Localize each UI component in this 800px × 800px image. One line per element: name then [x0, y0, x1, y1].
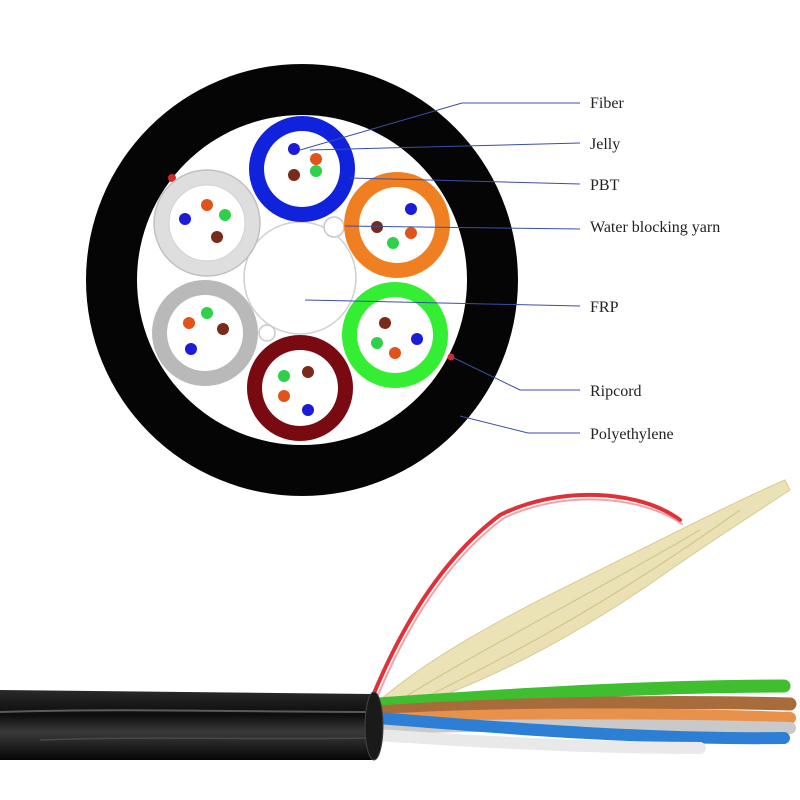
leader-water — [344, 225, 581, 230]
cable-jacket-highlight-2 — [39, 737, 371, 741]
tube-orange-jelly — [359, 187, 435, 263]
cable-cross-section — [86, 64, 518, 496]
tube-gray — [152, 280, 258, 386]
label-pbt: PBT — [590, 177, 620, 194]
loose-tubes — [152, 116, 450, 441]
tube-green-fiber-2 — [371, 337, 383, 349]
tube-maroon-fiber-2 — [278, 370, 290, 382]
label-jelly: Jelly — [590, 136, 620, 153]
tube-white-fiber-2 — [219, 209, 231, 221]
cable-jacket — [0, 690, 380, 760]
ripcord-strand-shadow — [375, 498, 683, 701]
tube-maroon — [247, 335, 353, 441]
tube-blue-fiber-4 — [310, 165, 322, 177]
callout-labels: Fiber Jelly PBT Water blocking yarn FRP … — [590, 95, 720, 443]
fiber-tube-white — [372, 729, 706, 754]
label-frp: FRP — [590, 299, 619, 316]
ripcord-dot — [168, 174, 176, 182]
tube-green-fiber-3 — [389, 347, 401, 359]
tube-gray-fiber-2 — [183, 317, 195, 329]
leader-pbt — [349, 177, 581, 185]
fiber-tube-brown — [371, 696, 797, 719]
ripcord-strand — [370, 492, 682, 700]
water-blocking-yarn-1 — [323, 216, 345, 238]
fiber-tube-blue — [372, 712, 790, 745]
tube-maroon-fiber-3 — [278, 390, 290, 402]
tube-gray-fiber-3 — [217, 323, 229, 335]
tube-maroon-fiber-1 — [302, 366, 314, 378]
label-water-blocking-yarn: Water blocking yarn — [590, 219, 720, 236]
callout-leader-lines — [299, 102, 581, 434]
tube-blue-fiber-1 — [288, 143, 300, 155]
water-blocking-yarn-2 — [258, 324, 276, 342]
tube-blue — [249, 116, 355, 222]
yarn-fibers — [399, 509, 741, 706]
tube-orange-fiber-3 — [405, 227, 417, 239]
fiber-tube-green — [371, 679, 791, 711]
ripcord-dot-2 — [447, 353, 455, 361]
tube-white — [153, 169, 261, 277]
tube-orange-fiber-1 — [405, 203, 417, 215]
tube-green — [342, 282, 448, 388]
tube-green-jelly — [357, 297, 433, 373]
leader-fiber-diag — [299, 102, 463, 151]
cable-jacket-cut-end — [364, 691, 384, 761]
tube-green-fiber-4 — [411, 333, 423, 345]
tube-blue-fiber-3 — [288, 169, 300, 181]
label-polyethylene: Polyethylene — [590, 426, 674, 443]
leader-frp — [304, 299, 581, 307]
tube-green-fiber-1 — [379, 317, 391, 329]
label-ripcord: Ripcord — [590, 383, 642, 400]
tube-white-fiber-4 — [211, 231, 223, 243]
frp-strength-member — [243, 221, 357, 335]
tube-gray-fiber-1 — [201, 307, 213, 319]
tube-orange-fiber-2 — [371, 221, 383, 233]
tube-gray-fiber-4 — [185, 343, 197, 355]
tube-blue-fiber-2 — [310, 153, 322, 165]
label-fiber: Fiber — [590, 95, 624, 112]
cable-jacket-highlight — [0, 709, 371, 713]
tube-maroon-fiber-4 — [302, 404, 314, 416]
stripped-cable-illustration — [0, 479, 797, 761]
tube-orange-fiber-4 — [387, 237, 399, 249]
tube-white-fiber-1 — [201, 199, 213, 211]
tube-gray-jelly — [167, 295, 243, 371]
tube-blue-jelly — [264, 131, 340, 207]
tube-maroon-jelly — [262, 350, 338, 426]
tube-white-jelly — [168, 184, 246, 262]
leader-jelly — [309, 142, 581, 151]
leader-ripcord-d — [451, 356, 521, 391]
leader-pe-d — [459, 415, 529, 434]
water-blocking-yarn-bundle — [379, 479, 791, 713]
tube-orange — [344, 172, 450, 278]
tube-white-fiber-3 — [179, 213, 191, 225]
